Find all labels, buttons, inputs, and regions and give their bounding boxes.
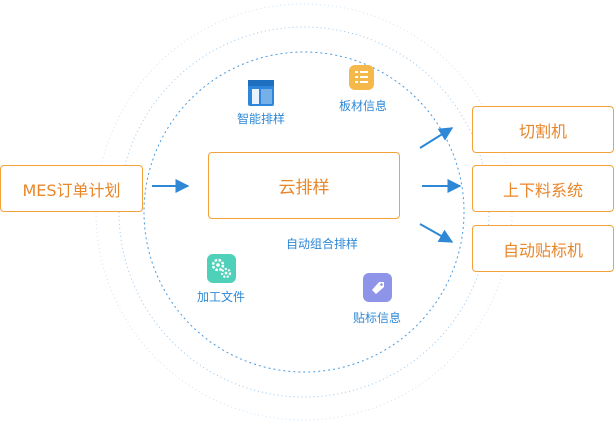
mes-order-plan-label: MES订单计划 bbox=[22, 180, 121, 200]
middle-ring bbox=[118, 26, 490, 398]
sheet-list-icon bbox=[349, 65, 374, 90]
loading-system-label: 上下料系统 bbox=[502, 180, 583, 200]
smart-nesting-label: 智能排样 bbox=[236, 112, 285, 126]
arrow-to-cutter bbox=[419, 127, 454, 149]
inner-ring bbox=[143, 51, 465, 373]
label-info-label: 贴标信息 bbox=[352, 311, 401, 325]
outer-ring bbox=[95, 3, 513, 421]
auto-nesting-caption: 自动组合排样 bbox=[285, 237, 358, 251]
auto-labeler-label: 自动贴标机 bbox=[502, 240, 583, 260]
arrow-to-labeler bbox=[419, 223, 454, 243]
process-file-label: 加工文件 bbox=[196, 290, 245, 304]
loading-system-box: 上下料系统 bbox=[472, 165, 614, 212]
auto-labeler-box: 自动贴标机 bbox=[472, 225, 614, 272]
gears-icon bbox=[207, 254, 236, 283]
cloud-nesting-box: 云排样 bbox=[208, 152, 400, 219]
cutting-machine-label: 切割机 bbox=[518, 121, 567, 141]
sheet-info-label: 板材信息 bbox=[338, 99, 387, 113]
cutting-machine-box: 切割机 bbox=[472, 106, 614, 153]
tag-icon bbox=[363, 273, 392, 302]
grid-layout-icon bbox=[248, 80, 274, 106]
cloud-nesting-label: 云排样 bbox=[278, 178, 330, 198]
mes-order-plan-box: MES订单计划 bbox=[0, 165, 143, 212]
